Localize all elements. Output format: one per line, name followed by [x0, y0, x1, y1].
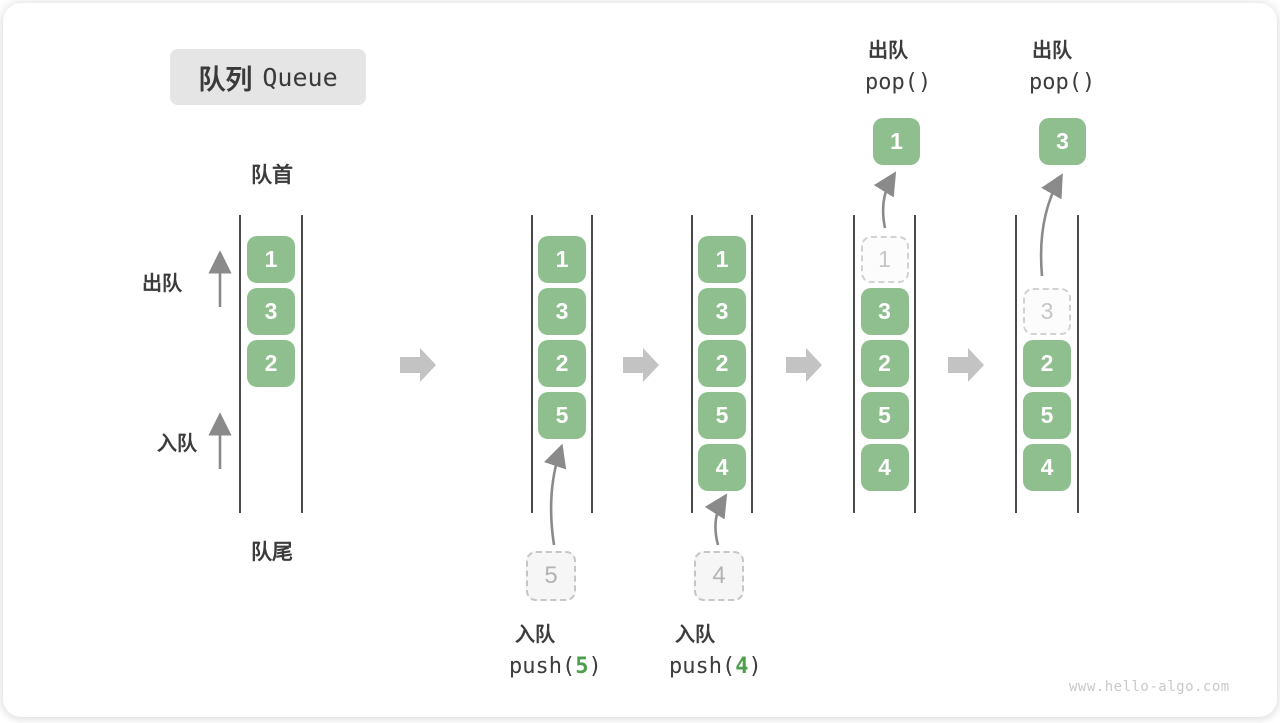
push-fn: push(	[509, 654, 576, 679]
flow-arrow-icon	[786, 348, 822, 382]
queue-cell: 5	[860, 392, 909, 439]
queue-cell: 1	[698, 236, 746, 283]
push-arg: 5	[575, 654, 589, 679]
enqueue-op-label: 入队	[515, 624, 555, 646]
popped-ghost-cell: 1	[860, 236, 909, 283]
queue-cell: 3	[860, 288, 909, 335]
popped-cell: 1	[873, 118, 920, 165]
diagram-canvas: 队列 Queue 队首 队尾 出队 入队 1 3 2 1 3 2 5 5 入队 …	[3, 3, 1277, 717]
popped-ghost-cell: 3	[1023, 288, 1071, 335]
title-zh: 队列	[198, 64, 253, 95]
queue-column-3: 1 3 2 5 4	[691, 215, 753, 513]
push-code: push(4)	[669, 654, 762, 679]
queue-cell: 3	[698, 288, 746, 335]
push-code: push(5)	[509, 654, 602, 679]
queue-column-4: 1 3 2 5 4	[853, 215, 916, 513]
arrow-layer	[208, 171, 1063, 546]
dequeue-op-label: 出队	[868, 40, 908, 62]
queue-cell: 4	[860, 444, 909, 491]
queue-front-label: 队首	[251, 164, 293, 187]
queue-cell: 5	[1023, 392, 1071, 439]
push-close: )	[588, 654, 602, 679]
queue-cell: 5	[538, 392, 586, 439]
enqueue-op-label: 入队	[675, 624, 715, 646]
queue-cell: 2	[1023, 340, 1071, 387]
queue-cell: 1	[538, 236, 586, 283]
dequeue-op-label: 出队	[1032, 40, 1072, 62]
queue-cell: 2	[247, 340, 295, 387]
queue-column-5: 3 2 5 4	[1015, 215, 1079, 513]
flow-arrow-icon	[400, 348, 436, 382]
push-fn: push(	[669, 654, 736, 679]
enqueue-side-label: 入队	[157, 433, 197, 455]
incoming-ghost-cell: 5	[526, 551, 576, 601]
queue-cell: 3	[247, 288, 295, 335]
watermark: www.hello-algo.com	[1069, 679, 1230, 695]
queue-cell: 4	[1023, 444, 1071, 491]
push-close: )	[748, 654, 762, 679]
queue-cell: 4	[698, 444, 746, 491]
queue-column-1: 1 3 2	[239, 215, 303, 513]
queue-cell: 3	[538, 288, 586, 335]
flow-arrow-icon	[623, 348, 659, 382]
queue-cell: 2	[538, 340, 586, 387]
push-arg: 4	[735, 654, 749, 679]
pop-code: pop()	[1029, 70, 1096, 95]
title-en: Queue	[262, 62, 338, 92]
flow-arrow-icon	[948, 348, 984, 382]
title-box: 队列 Queue	[170, 49, 366, 105]
pop-code: pop()	[865, 70, 932, 95]
queue-cell: 2	[698, 340, 746, 387]
queue-column-2: 1 3 2 5	[531, 215, 593, 513]
dequeue-side-label: 出队	[142, 273, 182, 295]
queue-cell: 2	[860, 340, 909, 387]
popped-cell: 3	[1039, 118, 1086, 165]
incoming-ghost-cell: 4	[694, 551, 744, 601]
queue-rear-label: 队尾	[251, 541, 293, 564]
queue-cell: 5	[698, 392, 746, 439]
queue-cell: 1	[247, 236, 295, 283]
